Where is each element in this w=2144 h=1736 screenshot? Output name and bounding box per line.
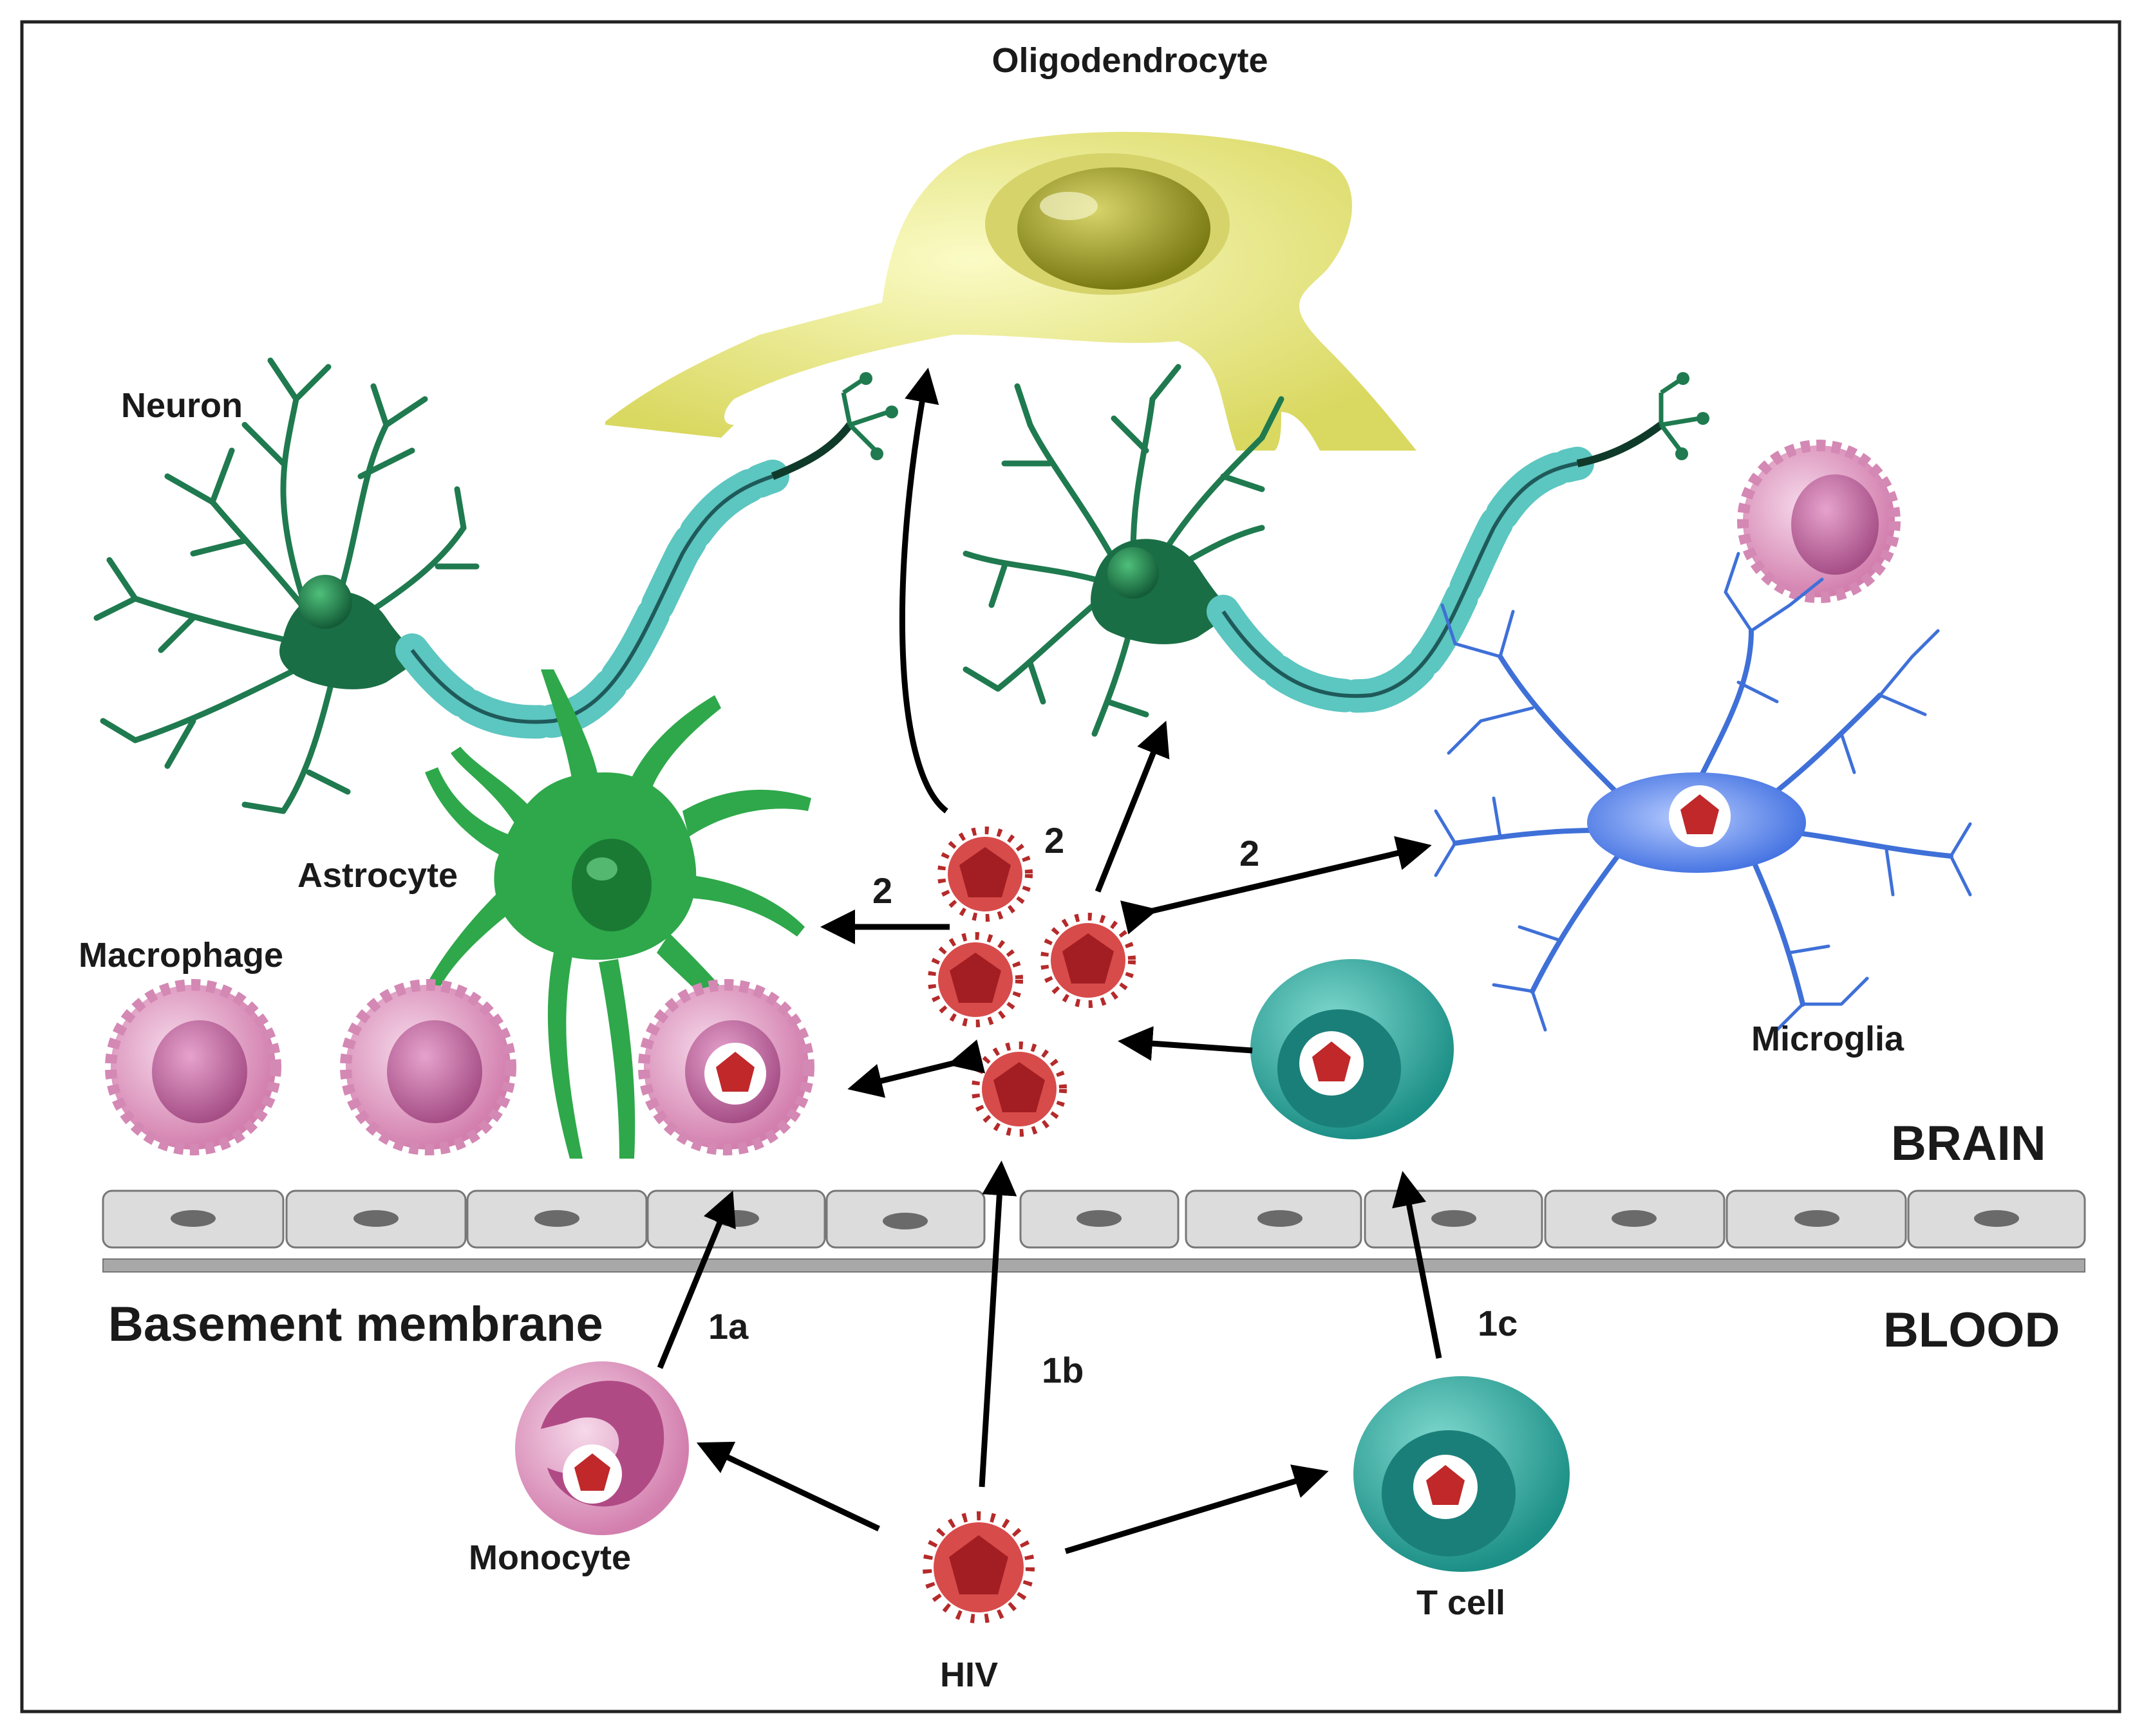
brain-label: BRAIN (1891, 1116, 2046, 1171)
step-2-astrocyte-label: 2 (872, 870, 892, 911)
monocyte-label: Monocyte (469, 1538, 631, 1577)
step-1b-label: 1b (1042, 1350, 1084, 1390)
hiv-virion-icon (928, 932, 1023, 1027)
microglia-label: Microglia (1751, 1020, 1904, 1058)
hiv-label: HIV (940, 1656, 998, 1694)
macrophage-label: Macrophage (79, 936, 283, 975)
arrow-hiv-to-microglia (1120, 836, 1432, 935)
neuron-body (1091, 539, 1236, 644)
arrow-hiv-crosses-barrier (979, 1161, 1017, 1488)
oligodendrocyte-label: Oligodendrocyte (992, 41, 1268, 80)
astrocyte-label: Astrocyte (297, 856, 458, 895)
monocyte-icon (515, 1361, 689, 1535)
step-2-microglia-label: 2 (1239, 833, 1259, 873)
neuron-label: Neuron (121, 386, 243, 425)
macrophage-icon (105, 979, 281, 1155)
arrow-hiv-to-center-neuron (1095, 720, 1170, 893)
neuron-axon (395, 372, 898, 739)
t-cell-label: T cell (1416, 1583, 1505, 1622)
endothelial-layer (102, 1190, 2086, 1249)
oligodendrocyte-icon (605, 131, 1416, 451)
macrophage-icon (638, 979, 814, 1155)
step-1c-label: 1c (1478, 1303, 1518, 1343)
hiv-virion-icon (1040, 913, 1136, 1008)
arrow-tcell-to-brain (1392, 1171, 1442, 1359)
hiv-virion-icon (972, 1041, 1067, 1137)
t-cell-icon (1353, 1376, 1570, 1572)
step-2-center-label: 2 (1044, 820, 1064, 861)
neuron-axon (1207, 372, 1709, 713)
outer-frame (20, 20, 2121, 1713)
hiv-virion-icon (937, 826, 1033, 922)
macrophage-icon (1737, 440, 1901, 603)
blood-label: BLOOD (1883, 1303, 2060, 1358)
arrow-hiv-to-tcell (1064, 1464, 1329, 1554)
step-1a-label: 1a (708, 1306, 749, 1347)
arrow-hiv-to-macrophage (847, 1040, 986, 1098)
arrow-hiv-to-oligodendrocyte (899, 368, 948, 814)
arrow-hiv-to-monocyte (696, 1441, 880, 1532)
basement-membrane-label: Basement membrane (108, 1297, 603, 1352)
neuron-icon (93, 357, 480, 814)
neuron-icon (963, 364, 1284, 737)
t-cell-icon (1250, 959, 1454, 1139)
basement-membrane-band (102, 1258, 2085, 1273)
arrows (657, 368, 1442, 1554)
hiv-virion-icon (923, 1511, 1035, 1623)
arrow-monocyte-to-macrophage (657, 1190, 736, 1369)
macrophage-icon (340, 979, 516, 1155)
arrow-tcell-to-hiv (1118, 1026, 1253, 1061)
